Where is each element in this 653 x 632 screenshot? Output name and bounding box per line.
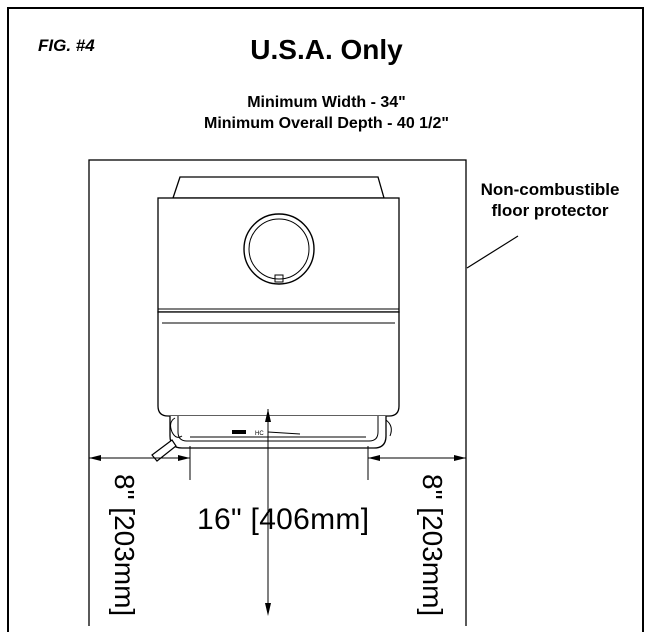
figure-frame (7, 7, 644, 632)
stove-base-tray (169, 416, 387, 449)
stove-plate-text: HC (255, 431, 264, 437)
minimum-width-text: Minimum Width - 34" (247, 94, 406, 111)
left-clearance-label: 8" [203mm] (109, 474, 140, 617)
figure-label: FIG. #4 (38, 36, 95, 55)
stove-handle (151, 439, 177, 462)
center-clearance-label: 16" [406mm] (197, 503, 370, 536)
stove-round-window (243, 213, 315, 285)
floor-protector-label-line1: Non-combustible (480, 180, 620, 199)
floor-protector-leader-line (466, 235, 519, 269)
floor-protector-outline (88, 159, 467, 626)
floor-protector-label-line2: floor protector (491, 201, 609, 220)
stove-top-cap (172, 176, 385, 199)
minimum-depth-text: Minimum Overall Depth - 40 1/2" (204, 115, 449, 132)
right-clearance-label: 8" [203mm] (417, 474, 448, 617)
stove-lower-body (157, 311, 400, 417)
figure-title: U.S.A. Only (250, 34, 403, 65)
